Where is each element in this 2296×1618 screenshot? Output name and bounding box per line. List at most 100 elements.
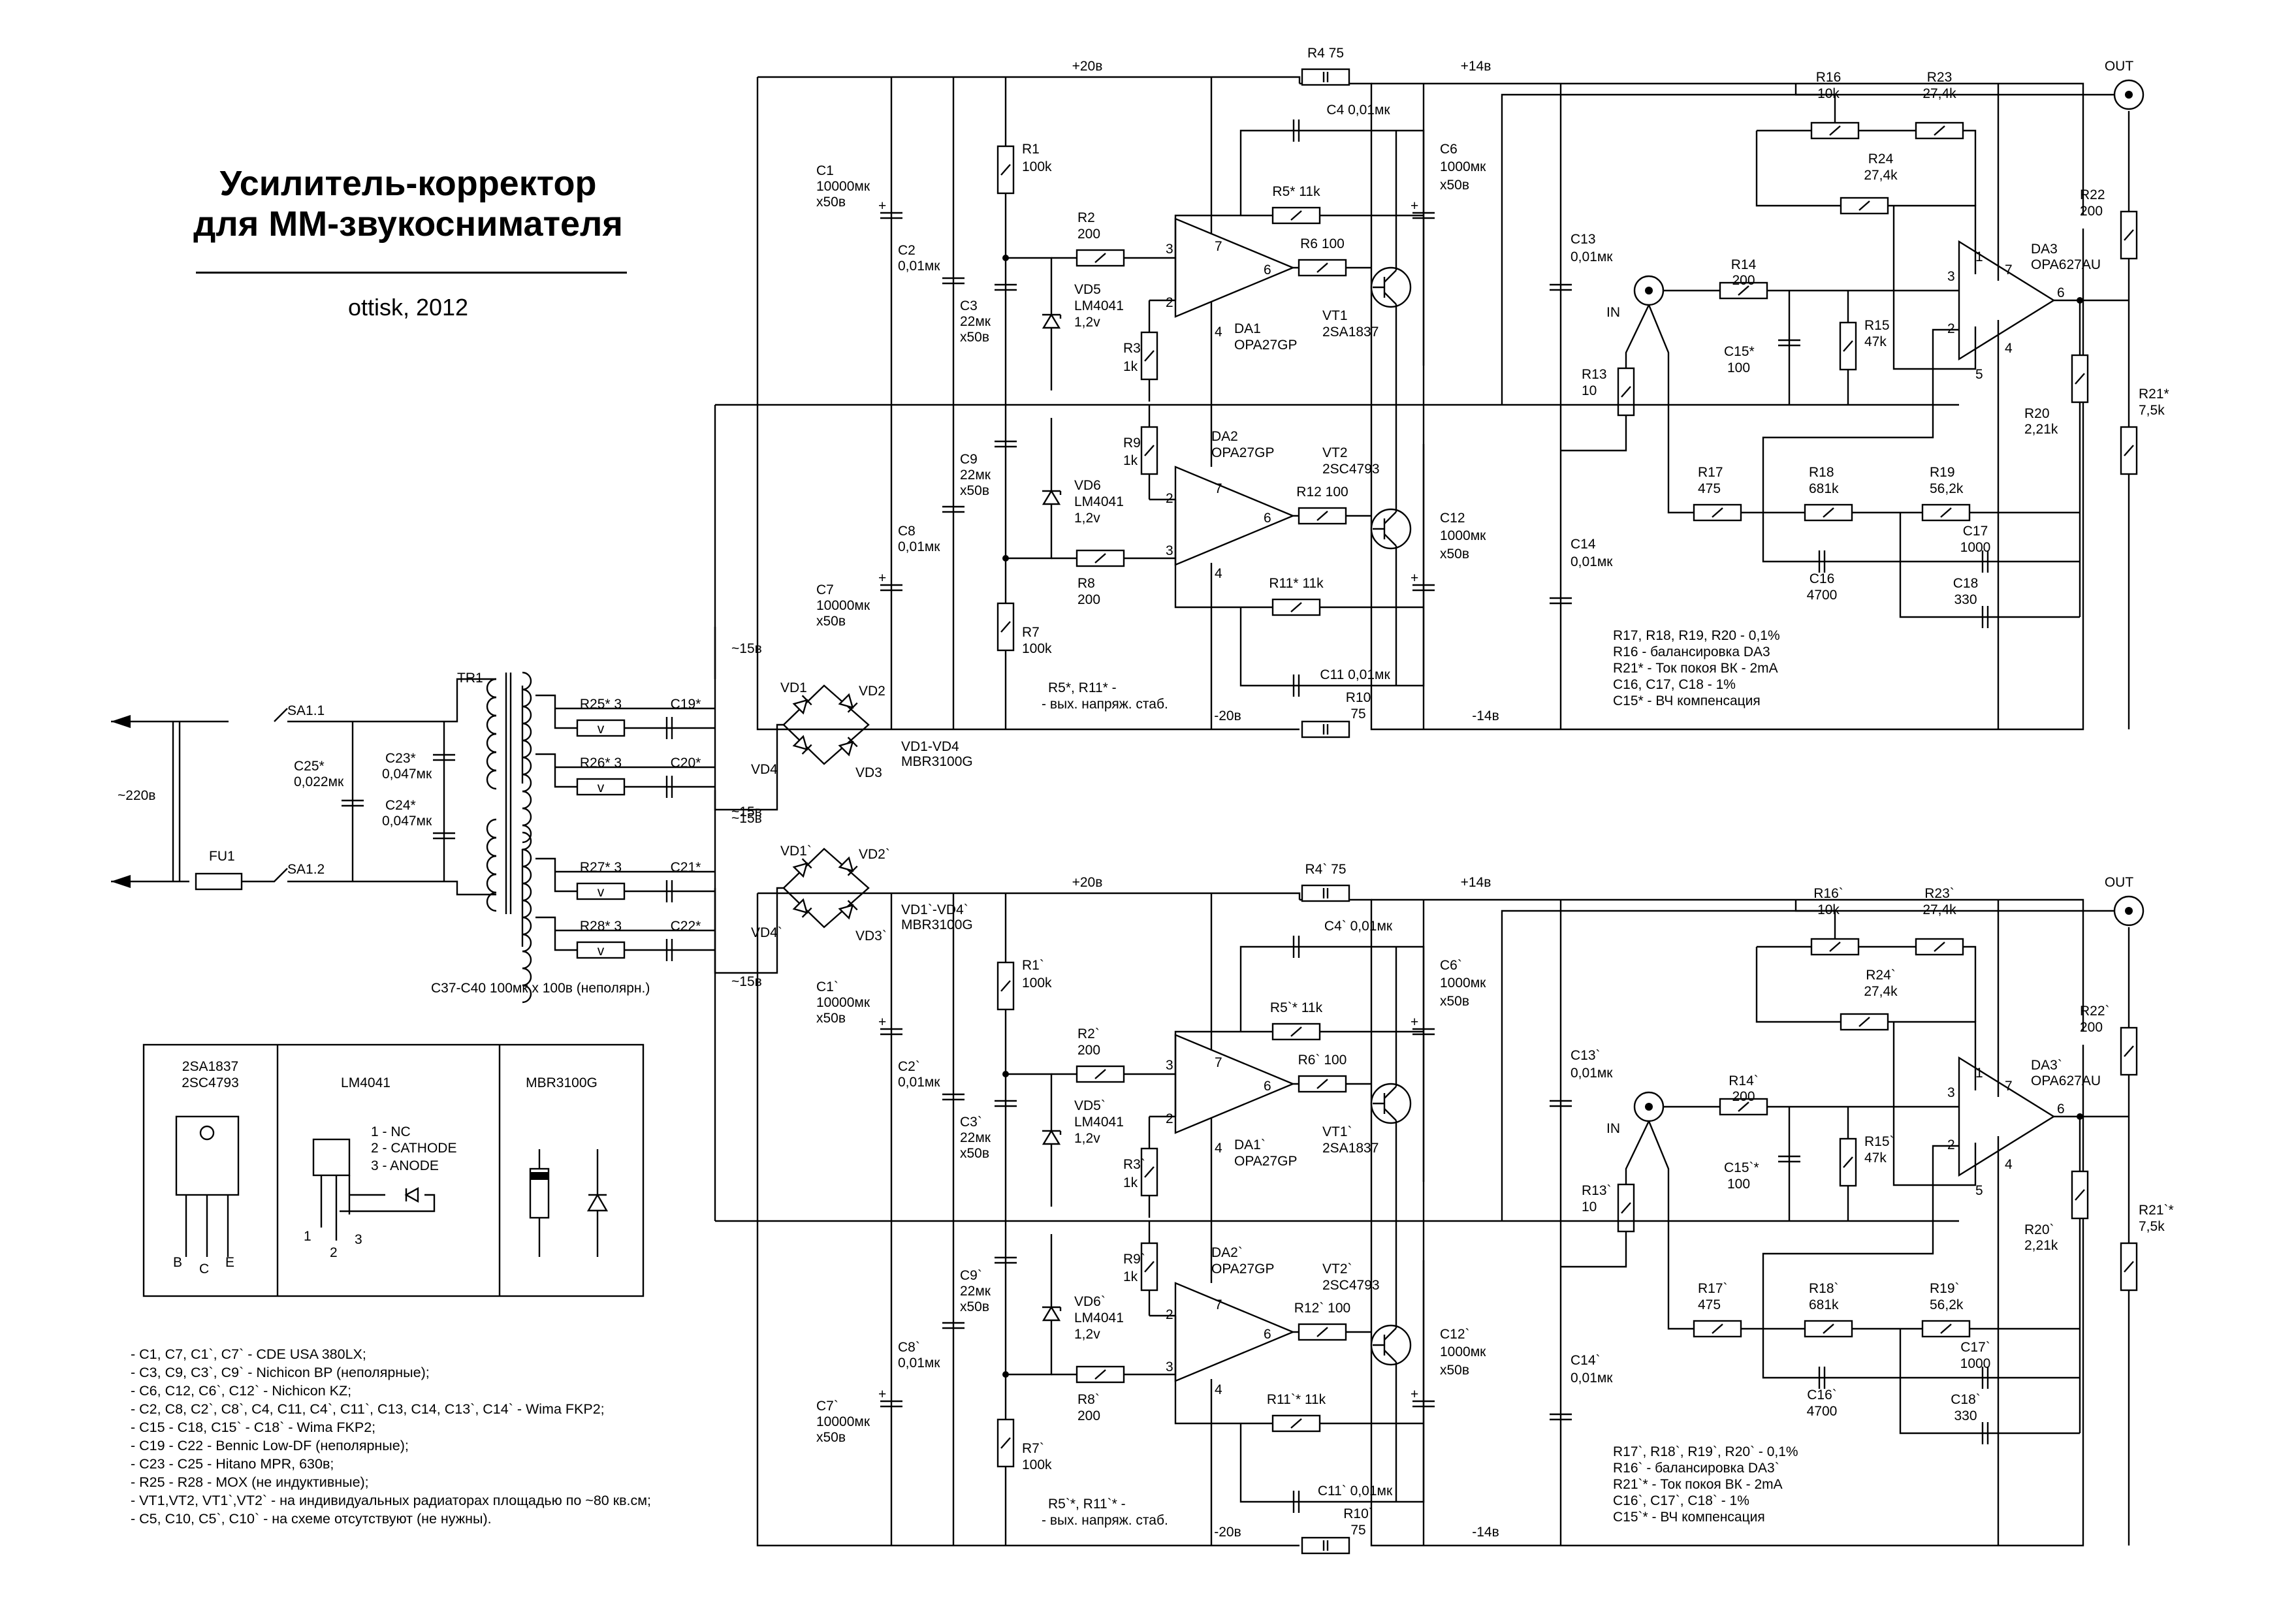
label: C8` (898, 1340, 920, 1355)
pin-number: 6 (1264, 1079, 1271, 1094)
rca-jack-icon (1633, 1091, 1665, 1122)
resistor-body (1804, 1320, 1853, 1338)
label: R17, R18, R19, R20 - 0,1% (1613, 628, 1780, 643)
wire (1384, 1108, 1397, 1121)
mounting-hole-icon (199, 1125, 215, 1141)
label: 10k (1817, 902, 1840, 917)
pin-number: 3 (1166, 242, 1173, 257)
diode-triangle (792, 735, 808, 751)
pin-number: 3 (1166, 1359, 1173, 1374)
label: R5`*, R11`* - (1048, 1497, 1126, 1512)
coil-turn (522, 848, 532, 868)
label: C24* (385, 798, 416, 813)
label: R15` (1864, 1134, 1894, 1149)
wire (801, 744, 812, 755)
opamp-triangle (1958, 1056, 2056, 1177)
label: 56,2k (1930, 1297, 1964, 1312)
label: OUT (2105, 875, 2134, 890)
resistor (1915, 121, 1964, 140)
wire (2075, 373, 2085, 385)
note-line: - R25 - R28 - MOX (не индуктивные); (131, 1474, 369, 1490)
capacitor: + (878, 1015, 902, 1036)
pin-number: 4 (1215, 1141, 1222, 1156)
pinout-frame (142, 1043, 645, 1297)
label: MBR3100G (901, 917, 973, 932)
label: DA3` (2031, 1058, 2062, 1073)
label: R24 (1868, 151, 1894, 167)
r10-value: 75 (1350, 706, 1365, 722)
label: R23` (1924, 886, 1954, 901)
label: R13 (1582, 367, 1607, 382)
label: C2 (898, 243, 916, 258)
note-line: - C15 - C18, C15` - C18` - Wima FKP2; (131, 1420, 376, 1435)
resistor (1301, 1536, 1350, 1555)
label: LM4041 (1074, 298, 1124, 313)
wire (847, 737, 858, 748)
label: C7 (816, 582, 834, 597)
junction-dot (1002, 1071, 1009, 1077)
transistor-icon (1370, 1324, 1412, 1366)
wire (1829, 942, 1841, 952)
label: C20* (671, 755, 701, 770)
label: R23 (1927, 70, 1953, 85)
pin-number: 4 (1215, 1382, 1222, 1397)
label: R18 (1809, 465, 1834, 480)
label: R21`* (2139, 1203, 2174, 1218)
label: R6` 100 (1298, 1053, 1347, 1068)
resistor (1301, 884, 1350, 902)
jack-pin (2125, 91, 2133, 99)
wire (801, 907, 812, 918)
coil-turn (522, 773, 532, 793)
label: C1` (816, 979, 838, 994)
rail-label-plus14: +14в (1461, 59, 1491, 74)
opamp-triangle (1958, 240, 2056, 361)
label: C9` (960, 1268, 982, 1283)
pin-number: 7 (1215, 1055, 1222, 1070)
capacitor (995, 1256, 1017, 1264)
label: C16 (1810, 571, 1835, 586)
pin-number: 7 (1215, 239, 1222, 254)
label: VD3` (855, 928, 887, 944)
label: R5`* 11k (1270, 1000, 1323, 1015)
resistor (1271, 1023, 1321, 1041)
resistor (1298, 1323, 1347, 1341)
label: LM4041 (1074, 1115, 1124, 1130)
label: R13` (1582, 1183, 1612, 1198)
opamp-triangle (1174, 217, 1296, 318)
resistor (2120, 1242, 2138, 1292)
wire (2124, 1261, 2134, 1273)
resistor (1719, 281, 1768, 300)
label: VD5 (1074, 282, 1101, 297)
label: x50в (816, 614, 846, 629)
wire (1384, 1327, 1397, 1340)
label: R6 100 (1300, 236, 1345, 251)
label: LM4041 (1074, 1310, 1124, 1325)
coil-turn (486, 818, 497, 839)
label: - вых. напряж. стаб. (1042, 697, 1168, 712)
label: R20 (2024, 406, 2050, 421)
wire (1174, 1316, 1424, 1425)
diode-triangle (1042, 489, 1061, 505)
label: IN (1606, 305, 1620, 320)
resistor (1617, 367, 1635, 417)
label: R8` (1077, 1392, 1100, 1407)
zener-diode-icon (1042, 313, 1062, 329)
label: C15* (1724, 344, 1755, 359)
wire (1000, 980, 1011, 992)
wire (1316, 1079, 1328, 1089)
resistor (1839, 321, 1857, 371)
resistor (1810, 121, 1860, 140)
label: C23* (385, 751, 416, 766)
note-line: - C6, C12, C6`, C12` - Nichicon KZ; (131, 1383, 352, 1399)
label: 56,2k (1930, 481, 1964, 496)
resistor (1839, 1137, 1857, 1187)
label: 0,01мк (1571, 1066, 1613, 1081)
label: DA3 (2031, 242, 2058, 257)
capacitor (942, 1093, 965, 1101)
label: C18 (1953, 576, 1979, 591)
label: 100k (1022, 1457, 1052, 1472)
